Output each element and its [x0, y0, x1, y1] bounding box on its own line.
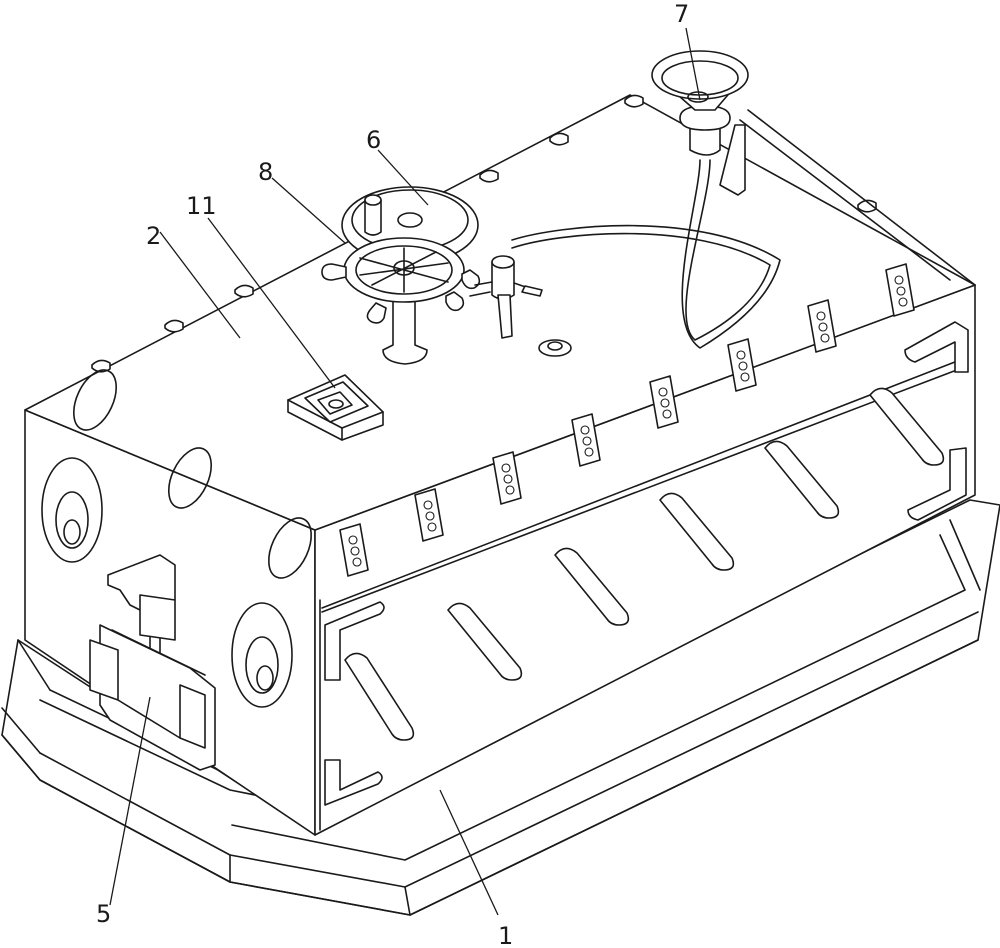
latch-assembly	[89, 554, 216, 771]
callout-8: 8	[258, 158, 273, 186]
leader-lines	[109, 27, 701, 916]
handwheel	[321, 237, 481, 365]
callout-1: 1	[498, 922, 513, 948]
callout-7: 7	[674, 0, 689, 28]
callout-5: 5	[96, 900, 111, 928]
end-face-details	[41, 369, 312, 708]
callout-2: 2	[146, 222, 161, 250]
hose-and-funnel	[511, 50, 976, 349]
corner-brackets	[324, 321, 969, 806]
terminal-blocks	[339, 263, 915, 577]
top-edge-bolts	[91, 94, 877, 373]
callout-11: 11	[186, 192, 217, 220]
display-box	[287, 374, 384, 441]
callout-6: 6	[366, 126, 381, 154]
valve-fitting	[469, 255, 572, 357]
front-slots	[344, 387, 945, 741]
callout-labels: 1 2 5 6 7 8 11	[96, 0, 689, 948]
